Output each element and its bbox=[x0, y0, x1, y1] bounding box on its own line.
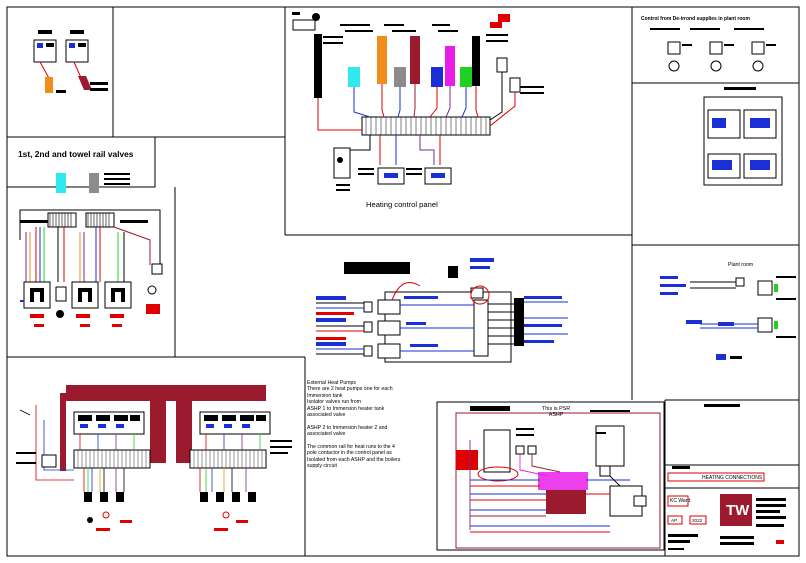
title-block bbox=[667, 404, 786, 550]
plant-room-panel bbox=[660, 276, 796, 360]
right-legend bbox=[703, 87, 783, 186]
towel-rail-valves-title: 1st, 2nd and towel rail valves bbox=[18, 149, 134, 159]
tw-logo-text: TW bbox=[726, 502, 750, 519]
top-right-isolators bbox=[650, 28, 776, 72]
client-name: KC Ward bbox=[670, 498, 691, 504]
bottom-left-distribution bbox=[16, 385, 292, 531]
plant-room-title: Plant room bbox=[728, 262, 754, 268]
external-heat-pumps-note: External Heat Pumps There are 2 heat pum… bbox=[307, 380, 401, 470]
ashp-panel bbox=[455, 406, 661, 549]
ashp-note-title: This is PSR ASHP bbox=[542, 406, 571, 419]
towel-rail-panel bbox=[19, 173, 163, 327]
top-left-valves bbox=[33, 30, 108, 93]
tw-logo bbox=[720, 494, 752, 526]
panel-dividers bbox=[7, 7, 799, 556]
drawing-title: HEATING CONNECTIONS bbox=[702, 475, 763, 481]
sheet-border bbox=[6, 6, 800, 557]
drawing-year: 2022 bbox=[692, 518, 703, 523]
heating-control-panel-title: Heating control panel bbox=[366, 200, 438, 209]
drawn-by: AP bbox=[671, 518, 678, 523]
plant-room-control-title: Control from De-irrond supplies in plant… bbox=[641, 16, 750, 22]
heating-control-panel bbox=[292, 12, 544, 191]
external-heat-pump-wiring bbox=[316, 258, 568, 363]
